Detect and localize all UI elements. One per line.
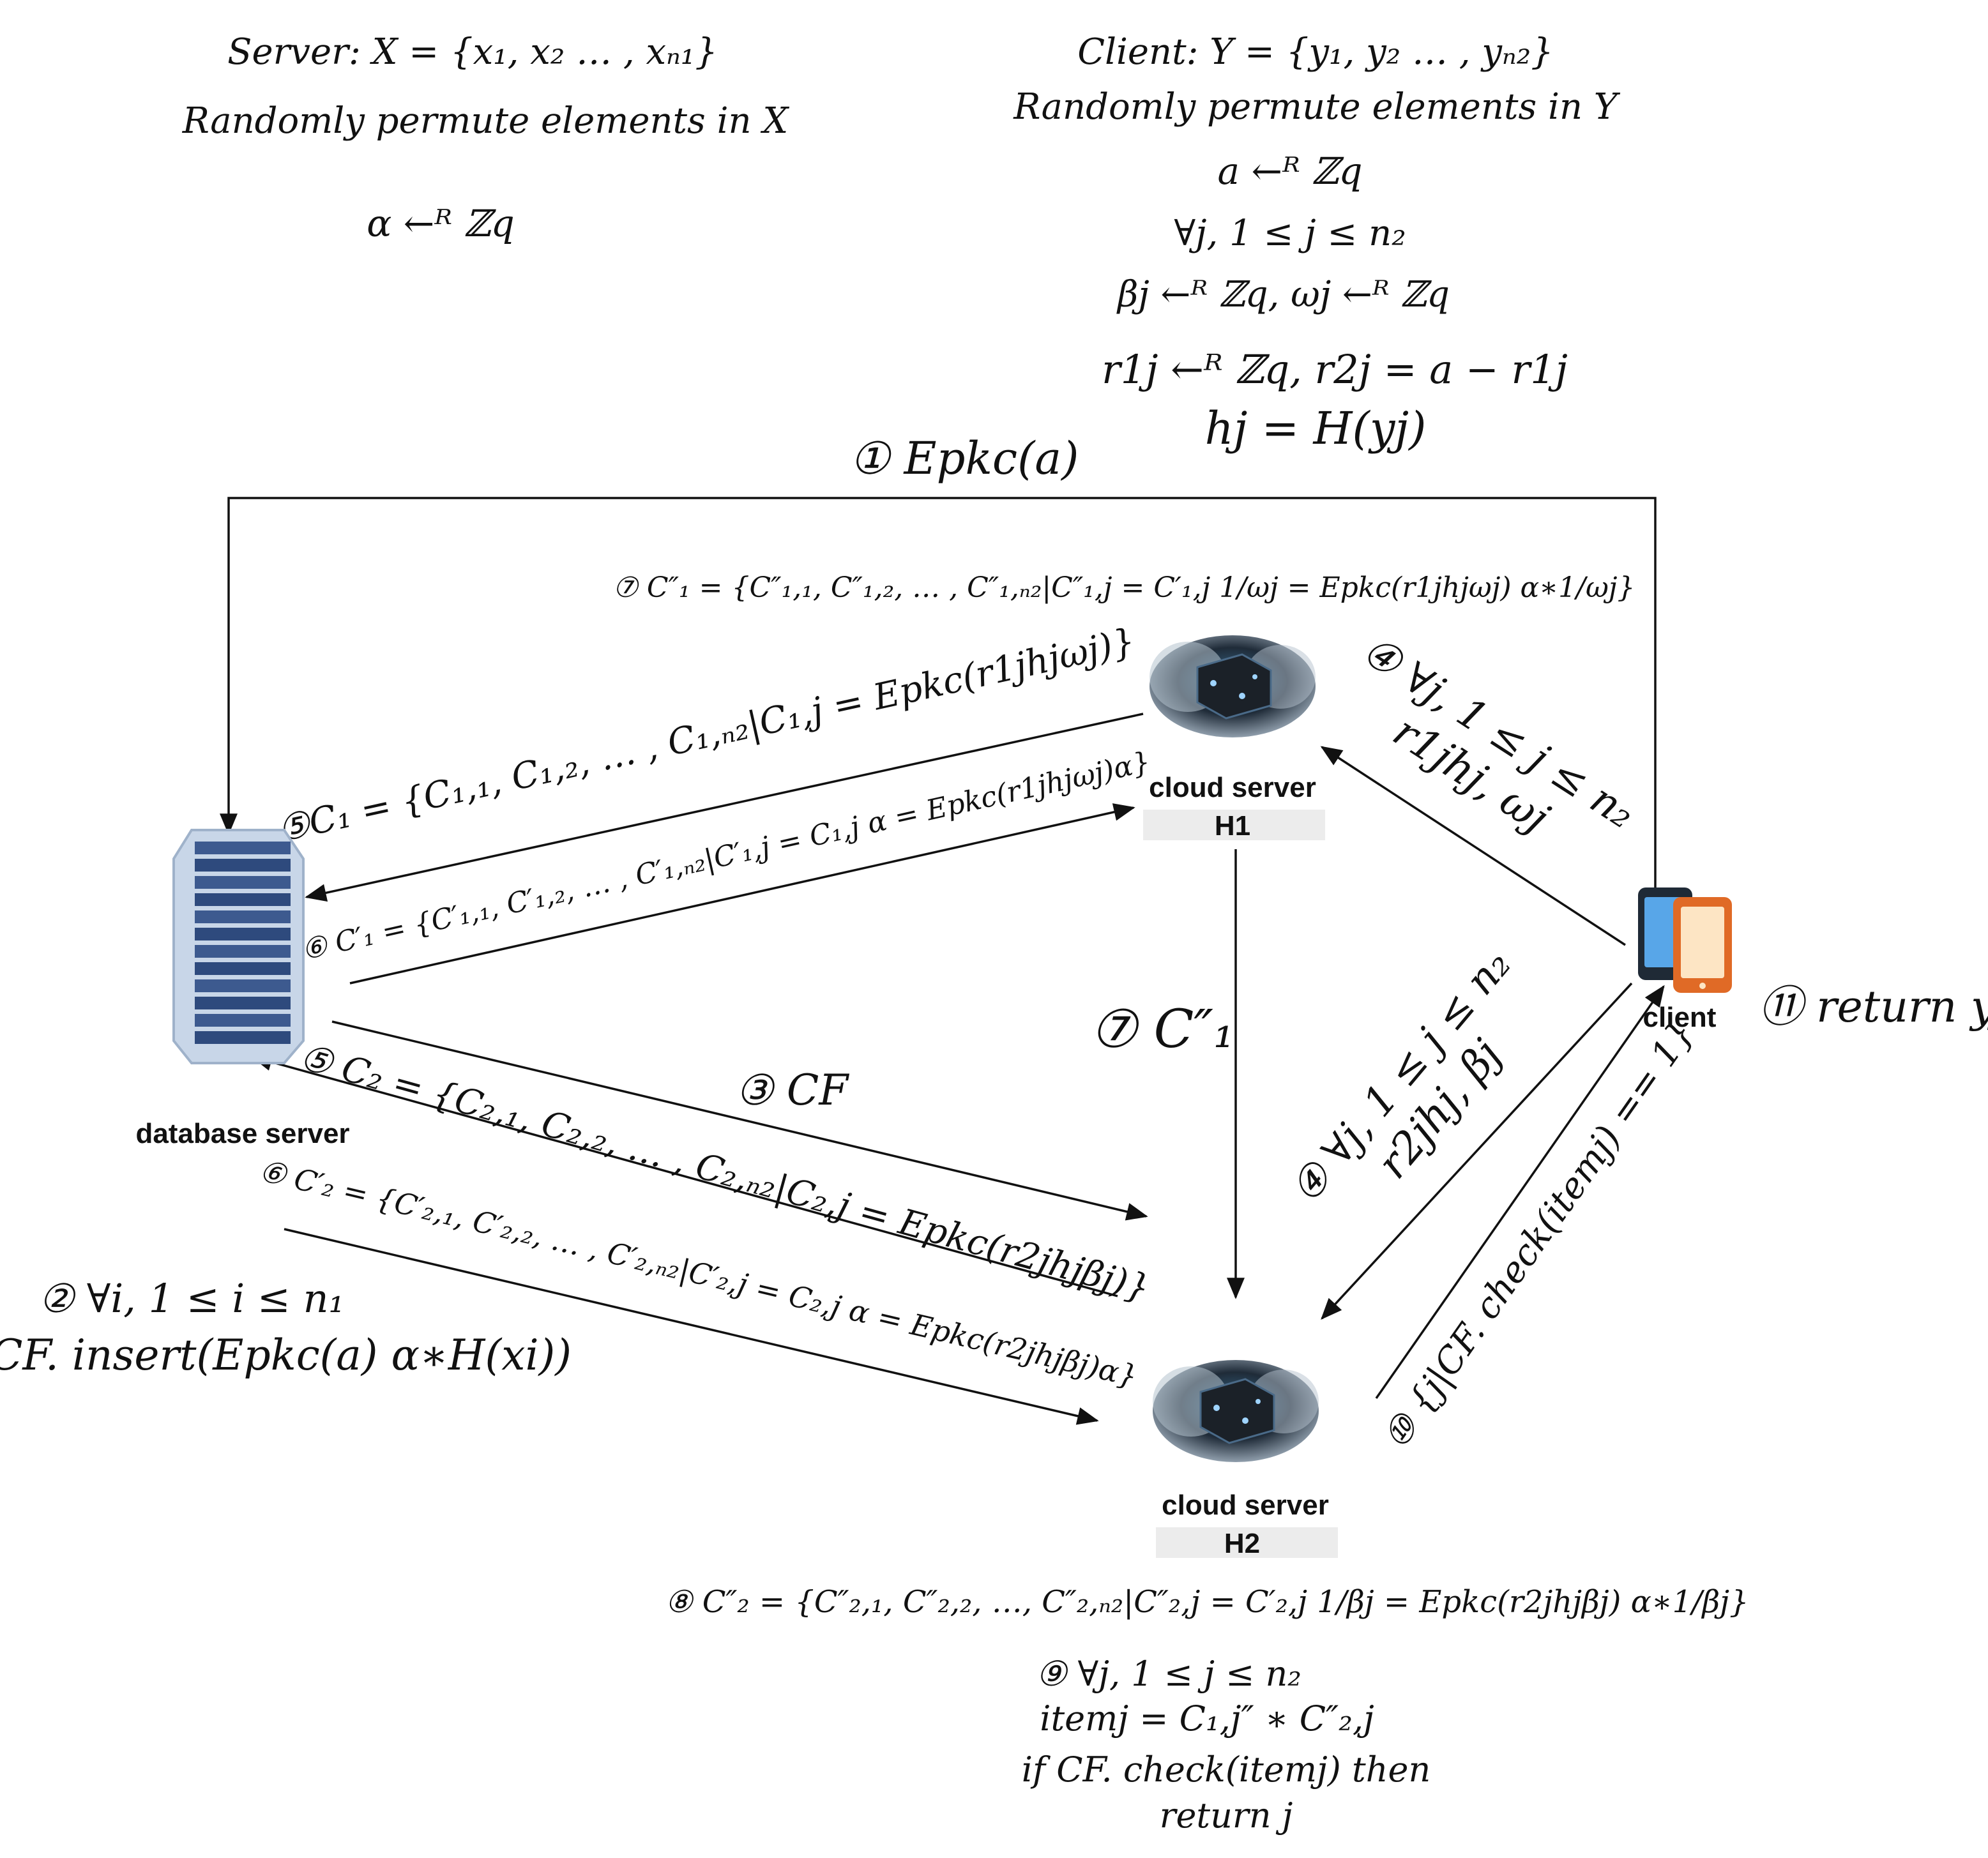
database-server-node: database server	[135, 829, 350, 1149]
step5-top-label: ⑤C₁ = {C₁,₁, C₁,₂, … , C₁,ₙ₂|C₁,j = Epkc…	[274, 621, 1139, 851]
arrow-step5-h1-to-database	[305, 713, 1144, 902]
cloud-server-icon	[1150, 635, 1316, 737]
cloud-server-h1-node: cloud server H1	[1143, 635, 1325, 842]
arrow-step1-client-to-database	[220, 497, 1657, 891]
client-r-shares: r1j ←ᴿ ℤq, r2j = a − r1j	[1102, 346, 1568, 393]
client-label: client	[1643, 1002, 1717, 1033]
cloud-server-icon	[1153, 1360, 1319, 1462]
client-forall-j: ∀j, 1 ≤ j ≤ n₂	[1174, 213, 1406, 254]
arrow-step6-database-to-h2	[284, 1228, 1099, 1425]
server-set-definition: Server: X = {x₁, x₂ … , xₙ₁}	[227, 31, 718, 73]
cloud-h1-label-line1: cloud server	[1149, 772, 1316, 803]
client-permute-text: Randomly permute elements in Y	[1013, 86, 1621, 128]
arrow-step4-client-to-h1	[1320, 746, 1626, 946]
client-beta-omega-sample: βj ←ᴿ ℤq, ωj ←ᴿ ℤq	[1116, 274, 1450, 315]
step9-line3: if CF. check(itemj) then	[1022, 1749, 1430, 1790]
step8-formula: ⑧ C″₂ = {C″₂,₁, C″₂,₂, …, C″₂,ₙ₂|C″₂,j =…	[665, 1584, 1749, 1620]
step2-line1: ② ∀i, 1 ≤ i ≤ n₁	[39, 1275, 345, 1322]
cloud-h2-label-line1: cloud server	[1162, 1490, 1329, 1521]
arrow-step6-database-to-h1	[349, 803, 1135, 985]
phone-icon	[1638, 887, 1732, 993]
client-set-definition: Client: Y = {y₁, y₂ … , yₙ₂}	[1077, 31, 1554, 73]
arrow-step5-h2-to-database	[250, 1053, 1118, 1297]
database-server-label: database server	[135, 1118, 349, 1149]
cloud-server-h2-node: cloud server H2	[1153, 1360, 1338, 1559]
server-setup-block: Server: X = {x₁, x₂ … , xₙ₁} Randomly pe…	[182, 31, 790, 245]
step11-label: ⑪ return yj	[1759, 982, 1988, 1032]
step9-line1: ⑨ ∀j, 1 ≤ j ≤ n₂	[1036, 1654, 1301, 1694]
step2-line2: CF. insert(Epkc(a) α∗H(xi))	[0, 1331, 572, 1380]
arrow-step3-database-to-h2	[331, 1020, 1148, 1221]
server-alpha-sample: α ←ᴿ ℤq	[367, 202, 515, 245]
arrow-step4-client-to-h2	[1321, 982, 1633, 1320]
cloud-h1-label-line2: H1	[1215, 810, 1250, 842]
step1-label: ① Epkc(a)	[850, 432, 1079, 485]
client-setup-block: Client: Y = {y₁, y₂ … , yₙ₂} Randomly pe…	[1013, 31, 1621, 455]
step7-formula: ⑦ C″₁ = {C″₁,₁, C″₁,₂, … , C″₁,ₙ₂|C″₁,j …	[613, 571, 1635, 604]
server-rack-icon	[172, 829, 305, 1064]
client-a-sample: a ←ᴿ ℤq	[1217, 149, 1362, 193]
step9-line4: return j	[1160, 1795, 1293, 1836]
step9-line2: itemj = C₁,j″ ∗ C″₂,j	[1040, 1698, 1374, 1739]
server-permute-text: Randomly permute elements in X	[182, 100, 790, 142]
arrow-step10-h2-to-client	[1375, 985, 1665, 1400]
step7-mid-label: ⑦ C″₁	[1090, 999, 1234, 1060]
step4-top-label: ④ ∀j, 1 ≤ j ≤ n₂ r1jhj, ωj	[1354, 627, 1644, 843]
step4-bottom-label: ④ ∀j, 1 ≤ j ≤ n₂ r2jhj, βj	[1282, 941, 1521, 1212]
step3-label: ③ CF	[736, 1066, 850, 1115]
cloud-h2-label-line2: H2	[1224, 1528, 1260, 1559]
client-hash: hj = H(yj)	[1205, 402, 1427, 455]
client-node: client	[1638, 887, 1732, 1033]
